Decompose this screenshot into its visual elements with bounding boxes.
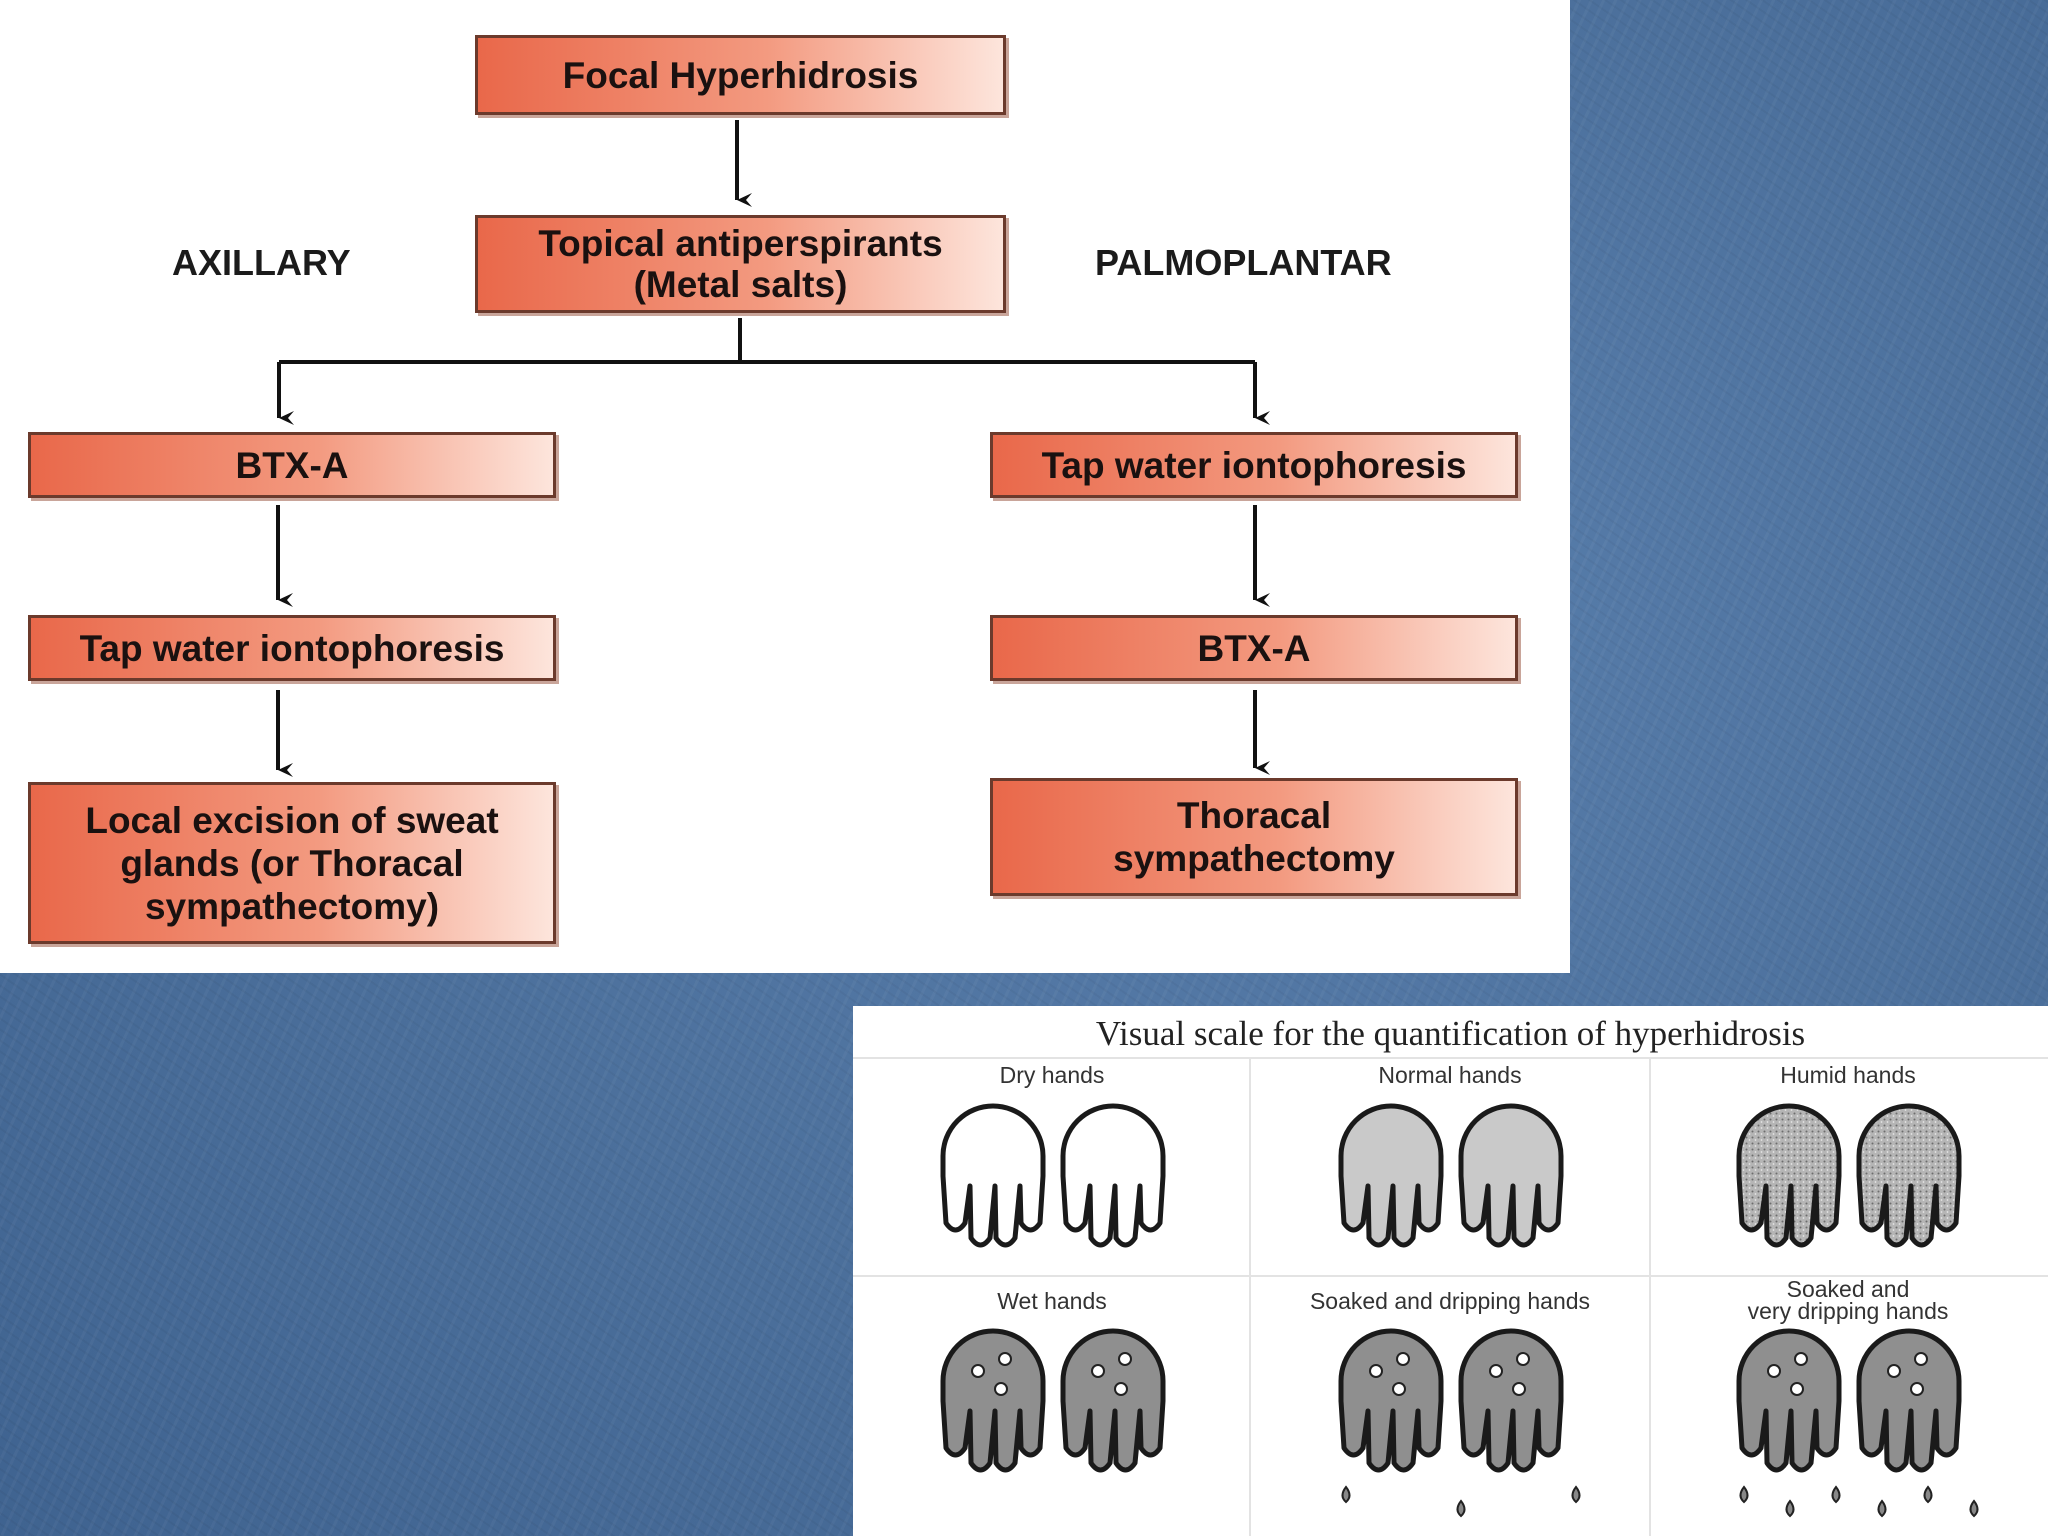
sweat-drop-icon: [998, 1352, 1012, 1366]
sweat-drop-icon: [1114, 1382, 1128, 1396]
scale-level-label-line: Wet hands: [997, 1288, 1107, 1314]
sweat-drop-icon: [1369, 1364, 1383, 1378]
visual-scale-grid: [853, 1057, 2048, 1536]
box-focal-hyperhidrosis-label: Focal Hyperhidrosis: [562, 54, 919, 96]
box-topical-line-2: (Metal salts): [633, 264, 848, 305]
hands-icon: [940, 1103, 1166, 1248]
box-palmoplantar-sympathectomy: Thoracal sympathectomy: [990, 778, 1518, 896]
sweat-drop-icon: [1489, 1364, 1503, 1378]
left-hand-icon: [1736, 1103, 1842, 1248]
left-hand-icon: [1736, 1328, 1842, 1473]
box-axillary-excision-label: Local excision of sweat glands (or Thora…: [85, 799, 498, 928]
drip-drop-icon: [1969, 1499, 1979, 1518]
sweat-drop-icon: [1767, 1364, 1781, 1378]
scale-level-label-line: very dripping hands: [1747, 1298, 1949, 1324]
scale-level-3: Humid hands: [1649, 1058, 2047, 1276]
box-axillary-btx-a: BTX-A: [28, 432, 556, 498]
box-palmoplantar-sympathectomy-label: Thoracal sympathectomy: [1113, 794, 1395, 880]
box-focal-hyperhidrosis: Focal Hyperhidrosis: [475, 35, 1006, 115]
left-hand-icon: [1338, 1103, 1444, 1248]
hands-icon: [1338, 1103, 1564, 1248]
right-hand-icon: [1458, 1103, 1564, 1248]
box-topical-line-1: Topical antiperspirants: [538, 223, 943, 264]
sweat-drop-icon: [1790, 1382, 1804, 1396]
right-hand-icon: [1458, 1328, 1564, 1473]
right-hand-icon: [1060, 1328, 1166, 1473]
treatment-flowchart: Focal Hyperhidrosis Topical antiperspira…: [0, 0, 1570, 973]
label-axillary: AXILLARY: [172, 242, 351, 283]
scale-level-label: Humid hands: [1649, 1062, 2047, 1088]
hands-icon: [1736, 1328, 1979, 1518]
box-palmoplantar-sympathectomy-line-1: Thoracal: [1176, 795, 1332, 836]
scale-level-label-line: Normal hands: [1378, 1062, 1522, 1088]
drip-drop-icon: [1923, 1485, 1933, 1504]
box-topical-antiperspirants: Topical antiperspirants (Metal salts): [475, 215, 1006, 313]
sweat-drop-icon: [1887, 1364, 1901, 1378]
left-hand-icon: [940, 1328, 1046, 1473]
drip-drop-icon: [1739, 1485, 1749, 1504]
sweat-drop-icon: [1396, 1352, 1410, 1366]
scale-level-label-line: Soaked and: [1786, 1276, 1910, 1302]
drip-drop-icon: [1785, 1499, 1795, 1518]
drip-drop-icon: [1831, 1485, 1841, 1504]
drip-drop-icon: [1456, 1499, 1466, 1518]
scale-level-label: Normal hands: [1251, 1062, 1649, 1088]
right-hand-icon: [1856, 1103, 1962, 1248]
box-axillary-excision-line-1: Local excision of sweat: [85, 799, 499, 841]
sweat-drop-icon: [1516, 1352, 1530, 1366]
drip-drop-icon: [1877, 1499, 1887, 1518]
sweat-drop-icon: [1392, 1382, 1406, 1396]
box-palmoplantar-iontophoresis: Tap water iontophoresis: [990, 432, 1518, 498]
box-axillary-excision: Local excision of sweat glands (or Thora…: [28, 782, 556, 944]
sweat-drop-icon: [1118, 1352, 1132, 1366]
sweat-drop-icon: [1512, 1382, 1526, 1396]
visual-scale-title: Visual scale for the quantification of h…: [1095, 1014, 1806, 1053]
left-hand-icon: [940, 1103, 1046, 1248]
flowchart-connectors: [276, 120, 1270, 777]
scale-level-label-line: Dry hands: [999, 1062, 1105, 1088]
scale-level-label: Soaked and dripping hands: [1251, 1288, 1649, 1314]
drip-drop-icon: [1571, 1485, 1581, 1504]
sweat-drop-icon: [994, 1382, 1008, 1396]
left-hand-icon: [1338, 1328, 1444, 1473]
box-palmoplantar-btx-a-label: BTX-A: [1197, 627, 1311, 669]
scale-level-label-line: Soaked and dripping hands: [1309, 1288, 1591, 1314]
box-palmoplantar-sympathectomy-line-2: sympathectomy: [1113, 838, 1395, 879]
box-axillary-excision-line-2: glands (or Thoracal: [120, 842, 464, 884]
sweat-drop-icon: [971, 1364, 985, 1378]
scale-level-4: Wet hands: [853, 1276, 1251, 1536]
box-palmoplantar-btx-a: BTX-A: [990, 615, 1518, 681]
box-axillary-iontophoresis: Tap water iontophoresis: [28, 615, 556, 681]
hands-icon: [1338, 1328, 1581, 1518]
right-hand-icon: [1060, 1103, 1166, 1248]
scale-level-1: Dry hands: [853, 1058, 1251, 1276]
box-axillary-btx-a-label: BTX-A: [235, 444, 349, 486]
box-palmoplantar-iontophoresis-label: Tap water iontophoresis: [1041, 444, 1467, 486]
box-axillary-excision-line-3: sympathectomy): [144, 885, 440, 927]
sweat-drop-icon: [1914, 1352, 1928, 1366]
box-topical-label: Topical antiperspirants (Metal salts): [538, 223, 942, 305]
label-palmoplantar: PALMOPLANTAR: [1095, 242, 1392, 283]
scale-level-5: Soaked and dripping hands: [1251, 1276, 1649, 1536]
drip-drop-icon: [1341, 1485, 1351, 1504]
sweat-drop-icon: [1794, 1352, 1808, 1366]
hands-icon: [940, 1328, 1166, 1473]
sweat-drop-icon: [1910, 1382, 1924, 1396]
hands-icon: [1736, 1103, 1962, 1248]
scale-level-label-line: Humid hands: [1780, 1062, 1916, 1088]
scale-level-label: Dry hands: [853, 1062, 1251, 1088]
sweat-drop-icon: [1091, 1364, 1105, 1378]
visual-scale-panel: Visual scale for the quantification of h…: [853, 1006, 2048, 1536]
right-hand-icon: [1856, 1328, 1962, 1473]
box-axillary-iontophoresis-label: Tap water iontophoresis: [79, 627, 505, 669]
scale-level-label: Wet hands: [853, 1288, 1251, 1314]
scale-level-2: Normal hands: [1251, 1058, 1649, 1276]
